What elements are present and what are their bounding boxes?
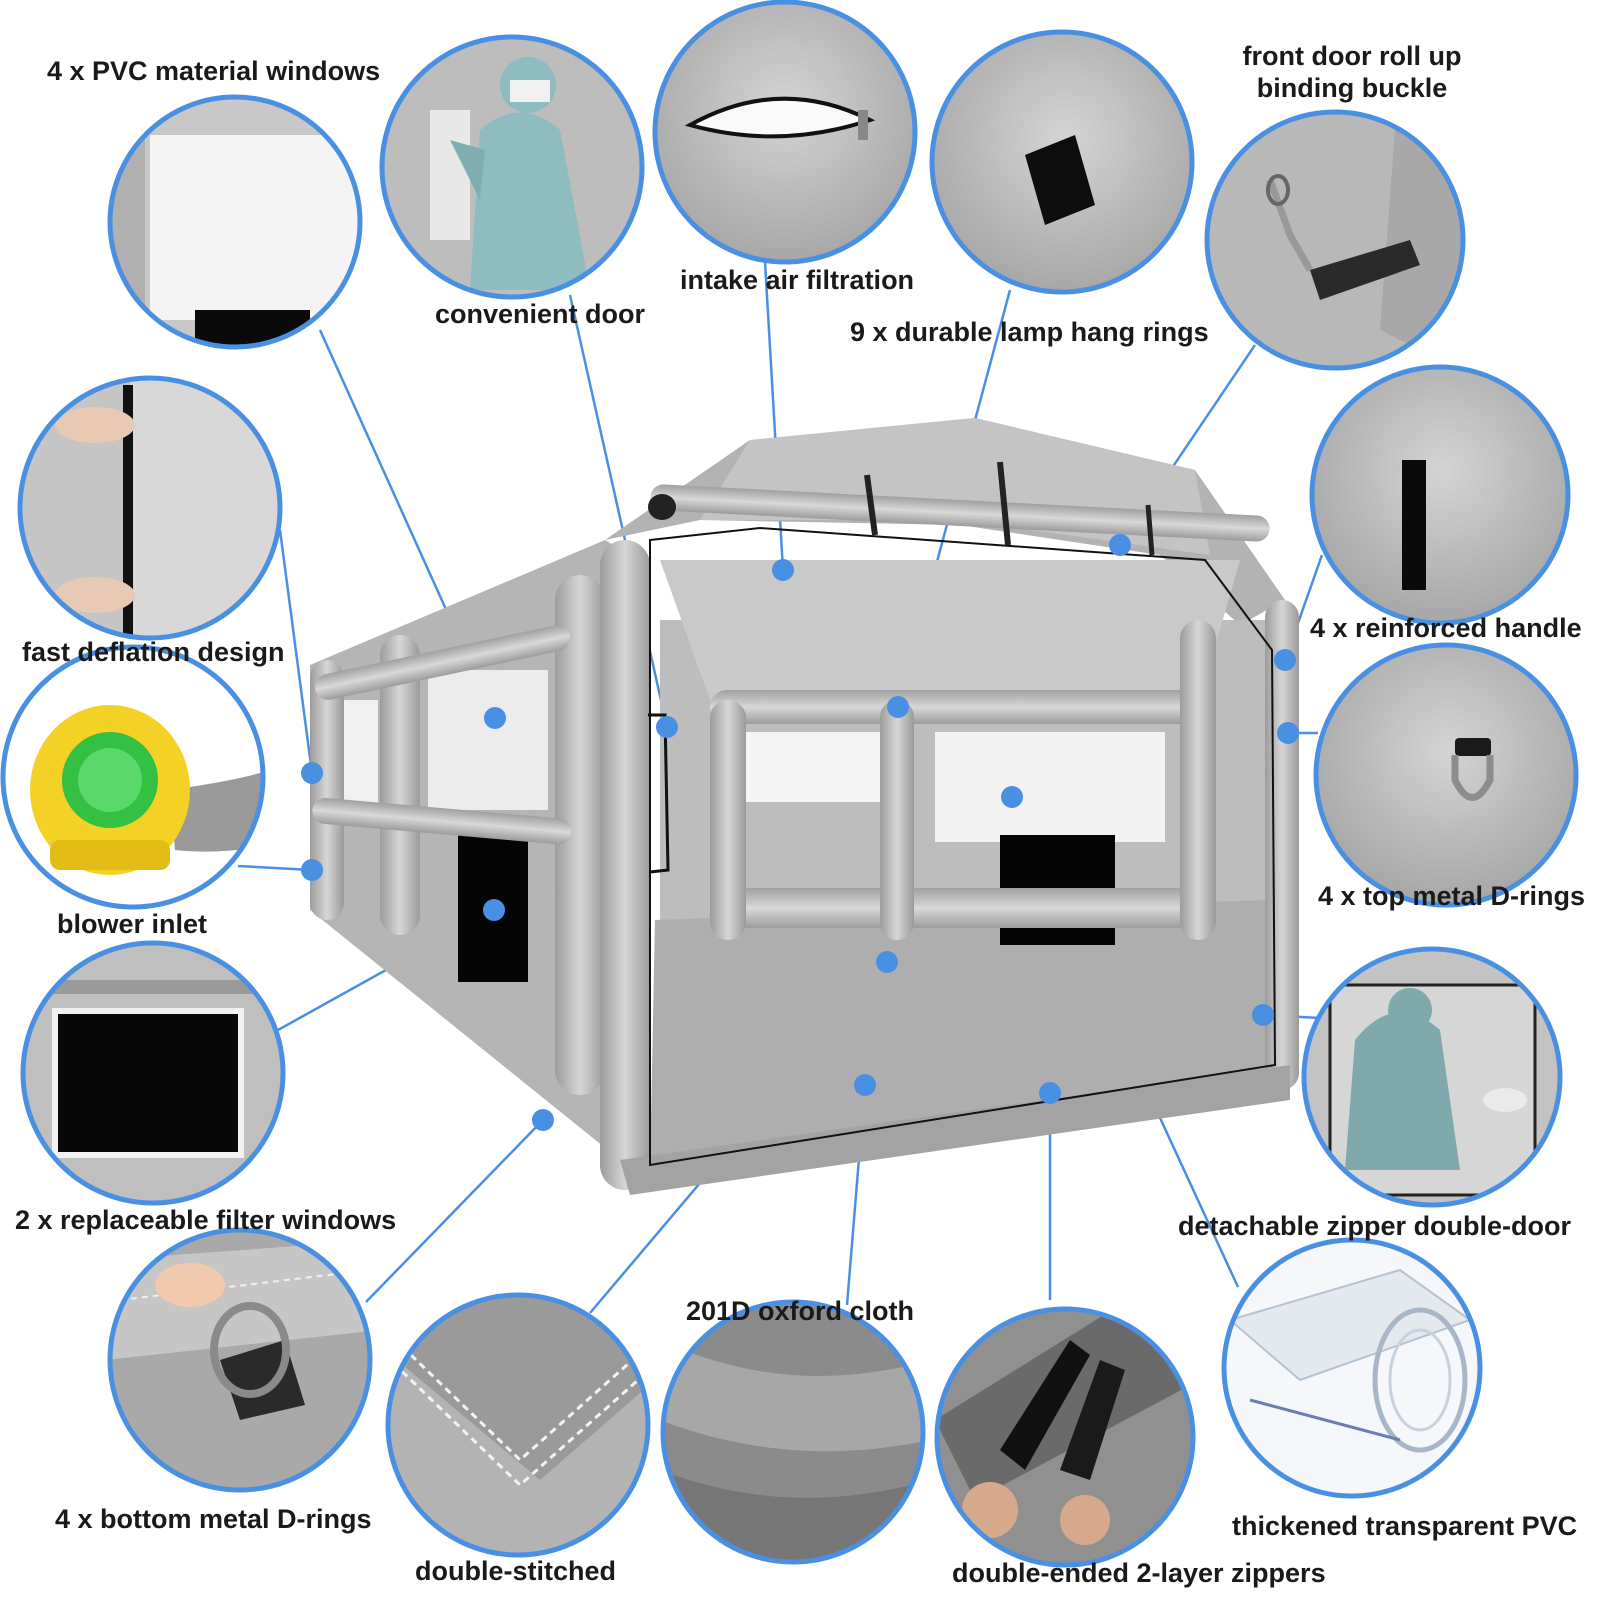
inflatable-paint-booth (310, 418, 1299, 1195)
zipper-door-label: detachable zipper double-door (1178, 1211, 1572, 1241)
pvc-window-detail-image (107, 94, 363, 350)
transparent-pvc-detail-image (1221, 1237, 1483, 1499)
roll-up-buckle-detail-image (1204, 109, 1466, 371)
zippers-detail-image (934, 1306, 1196, 1568)
fast-deflation-detail-image (17, 375, 283, 641)
top-d-rings-label: 4 x top metal D-rings (1318, 881, 1586, 911)
convenient-door-label: convenient door (435, 299, 646, 329)
pvc-windows-label: 4 x PVC material windows (47, 56, 381, 86)
zipper-door-detail-image (1301, 946, 1563, 1208)
intake-air-detail-image (652, 0, 918, 265)
oxford-cloth-detail-image (660, 1299, 926, 1565)
reinforced-handle-detail-image (1309, 364, 1571, 626)
double-stitched-detail-image (385, 1292, 651, 1558)
bottom-d-rings-label: 4 x bottom metal D-rings (55, 1504, 372, 1534)
bottom-d-ring-detail-image (107, 1227, 373, 1493)
transparent-pvc-label: thickened transparent PVC (1232, 1511, 1578, 1541)
front-door-buckle-label-line1: front door roll up (1242, 41, 1462, 71)
convenient-door-detail-image (379, 34, 645, 300)
fast-deflation-label: fast deflation design (22, 637, 285, 667)
blower-inlet-label: blower inlet (57, 909, 208, 939)
lamp-rings-label: 9 x durable lamp hang rings (850, 317, 1209, 347)
double-stitched-label: double-stitched (415, 1556, 616, 1586)
intake-air-label: intake air filtration (680, 265, 915, 295)
front-door-buckle-label-line2: binding buckle (1256, 73, 1448, 103)
filter-windows-label: 2 x replaceable filter windows (15, 1205, 397, 1235)
reinforced-handle-label: 4 x reinforced handle (1310, 613, 1582, 643)
filter-window-detail-image (20, 940, 286, 1206)
oxford-cloth-label: 201D oxford cloth (686, 1296, 915, 1326)
zippers-label: double-ended 2-layer zippers (952, 1558, 1326, 1588)
top-d-ring-detail-image (1313, 642, 1579, 908)
callout-dots (301, 534, 1299, 1131)
blower-detail-image (0, 644, 266, 910)
lamp-ring-detail-image (929, 29, 1195, 295)
